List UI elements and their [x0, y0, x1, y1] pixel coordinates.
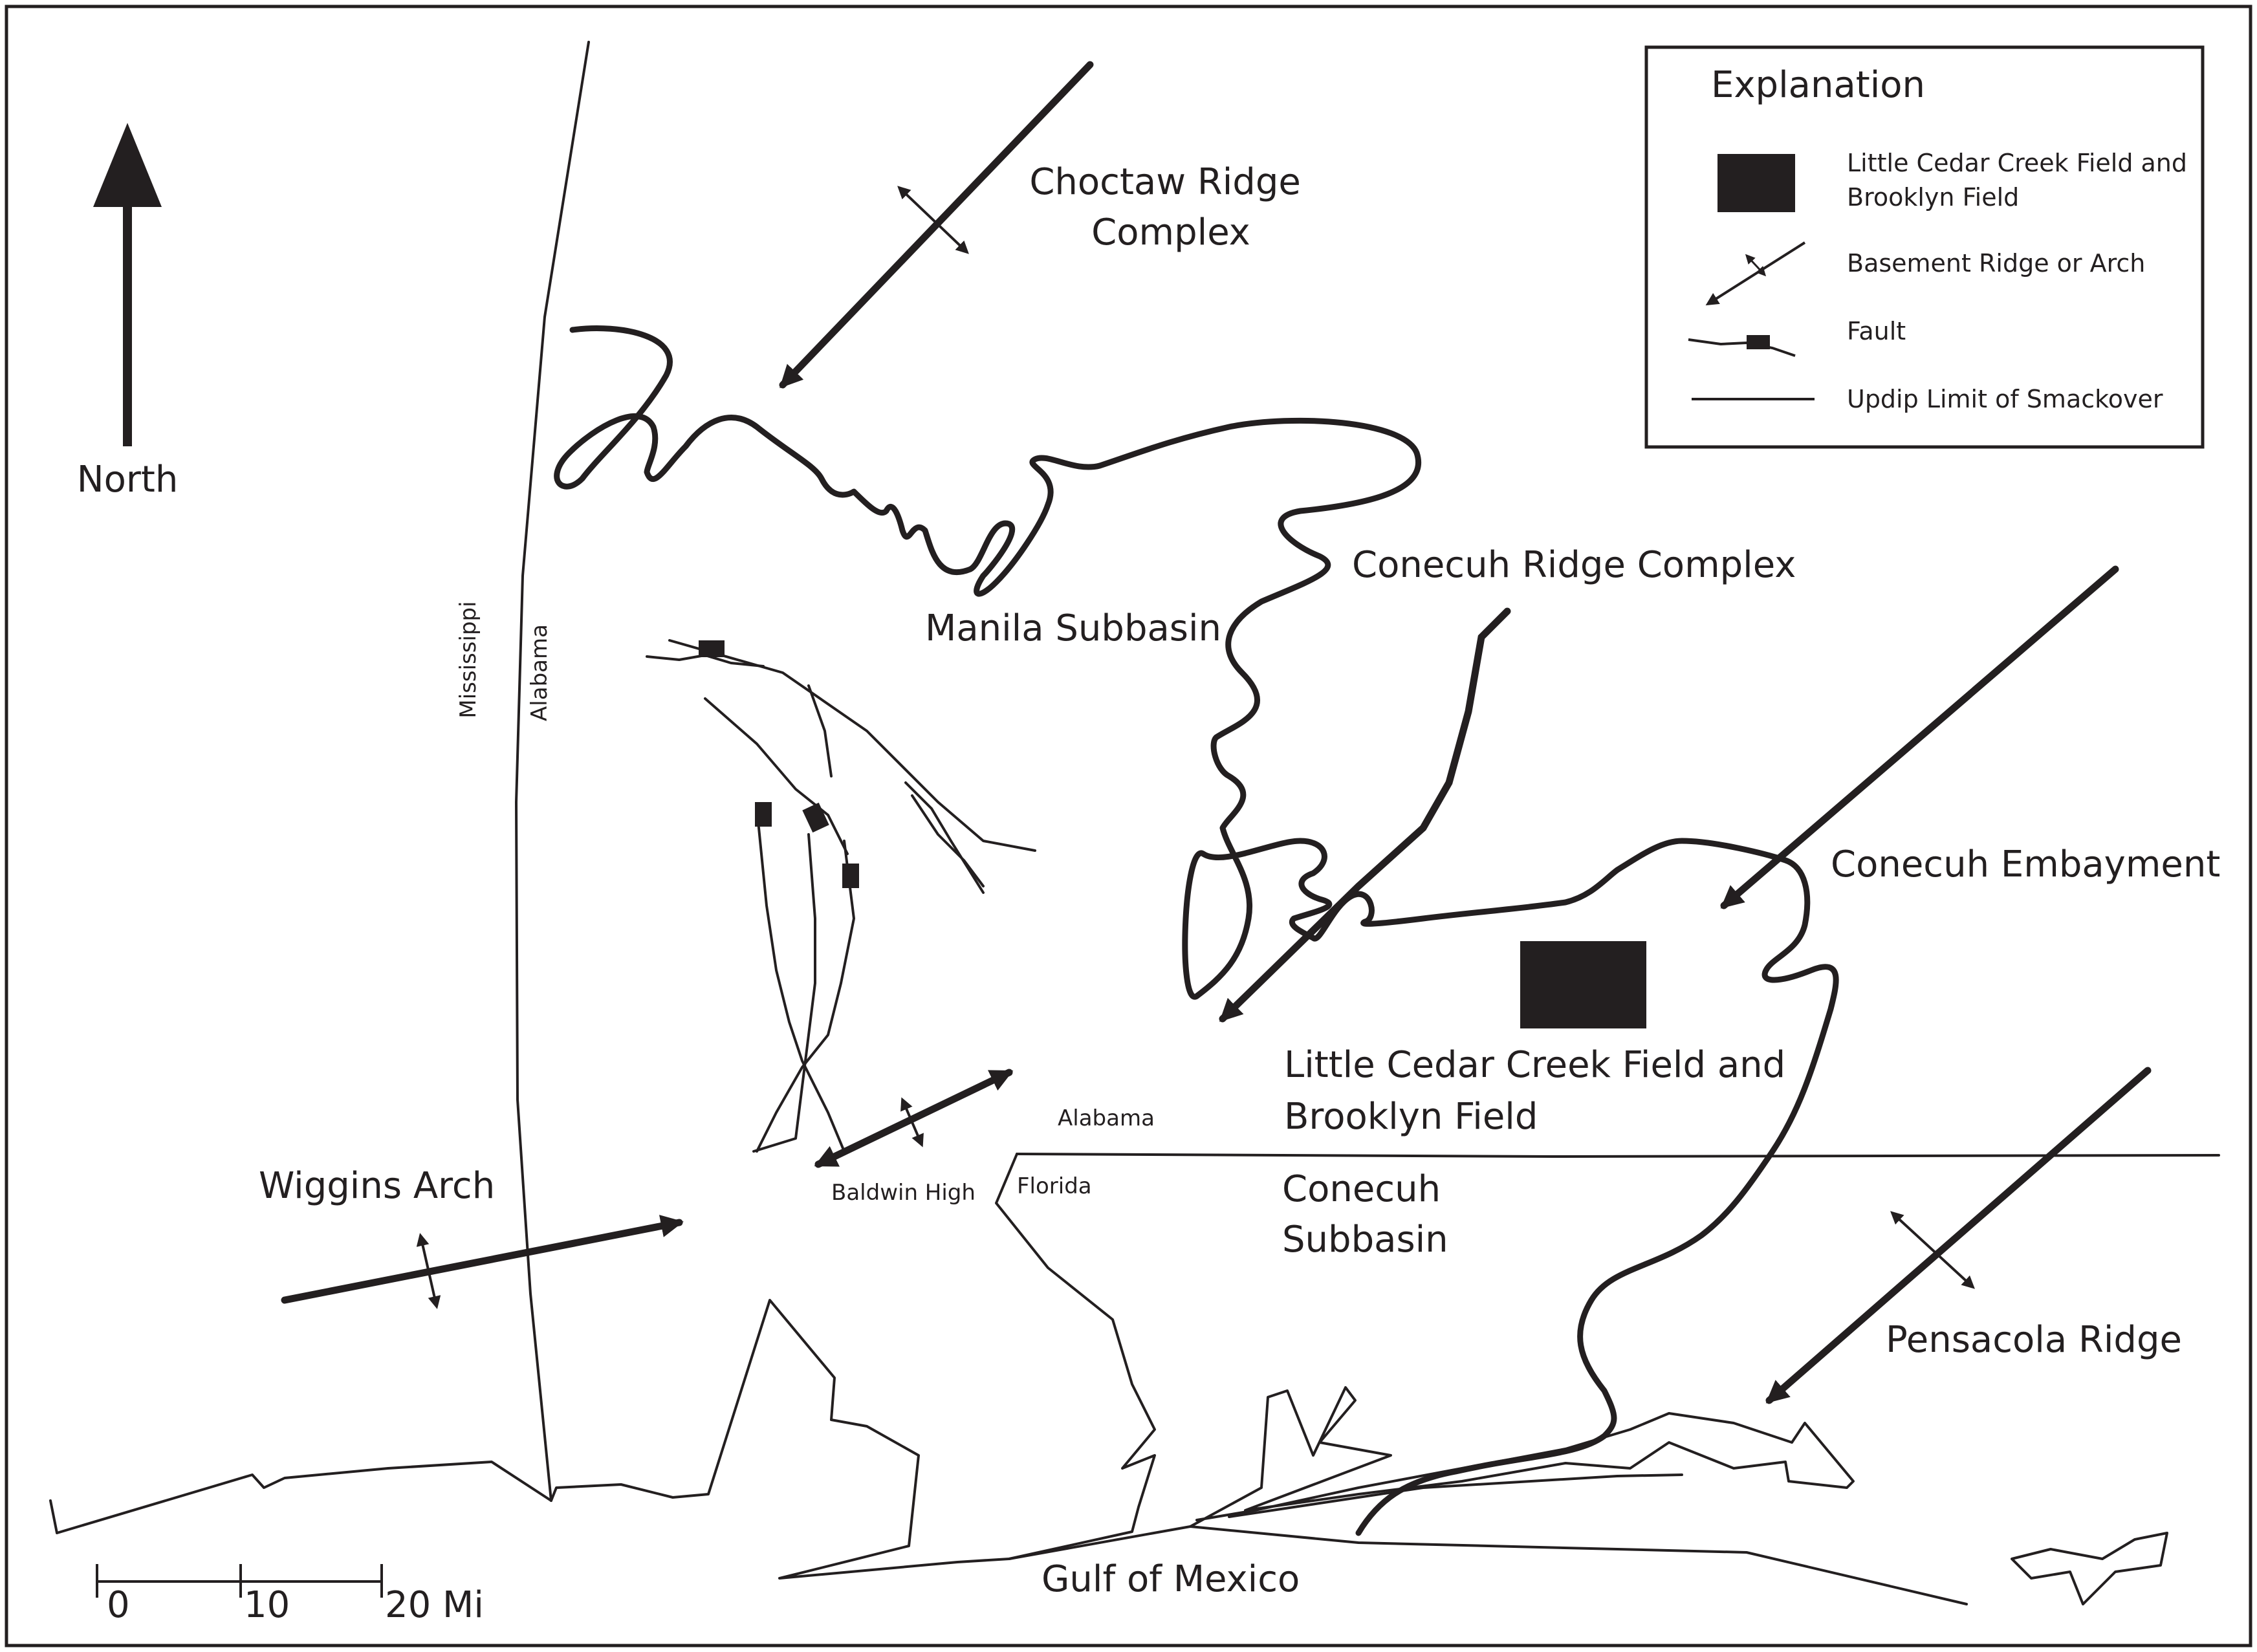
state-line-ms-al — [515, 41, 590, 1502]
legend: Explanation Little Cedar Creek Field and… — [1644, 45, 2205, 449]
conecuh-ridge-arrow — [1219, 607, 1511, 1023]
scale-tick-10: 10 — [244, 1584, 290, 1626]
legend-label-ridge: Basement Ridge or Arch — [1847, 249, 2145, 277]
map-frame — [5, 5, 2252, 1647]
label-alabama-south: Alabama — [1058, 1105, 1155, 1131]
coastline — [49, 1153, 1156, 1580]
label-conecuh-subbasin: Conecuh Subbasin — [1282, 1168, 1452, 1261]
scale-bar: 0 10 20 Mi — [96, 1564, 484, 1626]
wiggins-arch-arrow — [281, 1215, 684, 1309]
legend-title: Explanation — [1711, 64, 1925, 106]
label-baldwin-high: Baldwin High — [831, 1180, 976, 1206]
scale-tick-20: 20 Mi — [385, 1584, 484, 1626]
label-little-cedar-creek: Little Cedar Creek Field and Brooklyn Fi… — [1284, 1044, 1797, 1138]
legend-label-updip: Updip Limit of Smackover — [1847, 385, 2163, 413]
coastline-fragment — [2011, 1532, 2168, 1605]
coastline-east — [1189, 1386, 1855, 1528]
conecuh-embayment-arrow — [1720, 565, 2119, 909]
label-alabama-west: Alabama — [527, 624, 552, 721]
ridge-arrow-icon — [1705, 241, 1806, 306]
updip-limit-smackover — [554, 325, 1421, 1000]
label-conecuh-ridge: Conecuh Ridge Complex — [1352, 544, 1796, 586]
pensacola-ridge-arrow — [1765, 1067, 2152, 1404]
label-mississippi: Mississippi — [455, 601, 481, 718]
scale-tick-0: 0 — [107, 1584, 130, 1626]
choctaw-ridge-arrow — [779, 61, 1094, 389]
fault-icon — [1688, 335, 1796, 357]
baldwin-high-arrow — [814, 1069, 1014, 1168]
barrier-island — [1228, 1473, 1683, 1518]
north-label: North — [77, 459, 179, 501]
updip-limit-smackover-south — [1310, 838, 1839, 1536]
label-gulf-of-mexico: Gulf of Mexico — [1041, 1558, 1300, 1600]
field-square-icon — [1520, 941, 1646, 1028]
legend-label-fault: Fault — [1847, 317, 1906, 345]
label-wiggins-arch: Wiggins Arch — [259, 1165, 495, 1207]
label-choctaw-ridge: Choctaw Ridge Complex — [1029, 161, 1312, 254]
legend-label-field: Little Cedar Creek Field and Brooklyn Fi… — [1847, 149, 2195, 212]
label-pensacola-ridge: Pensacola Ridge — [1886, 1319, 2182, 1361]
label-conecuh-embayment: Conecuh Embayment — [1831, 843, 2220, 886]
north-arrow-icon — [93, 123, 162, 446]
fault-system — [646, 639, 1036, 1153]
label-florida: Florida — [1017, 1173, 1092, 1199]
coastline-south — [1008, 1525, 1968, 1605]
legend-box — [1644, 45, 2205, 449]
label-manila-subbasin: Manila Subbasin — [925, 607, 1221, 649]
field-square-icon — [1717, 154, 1795, 212]
state-line-al-fl — [1016, 1153, 2220, 1158]
